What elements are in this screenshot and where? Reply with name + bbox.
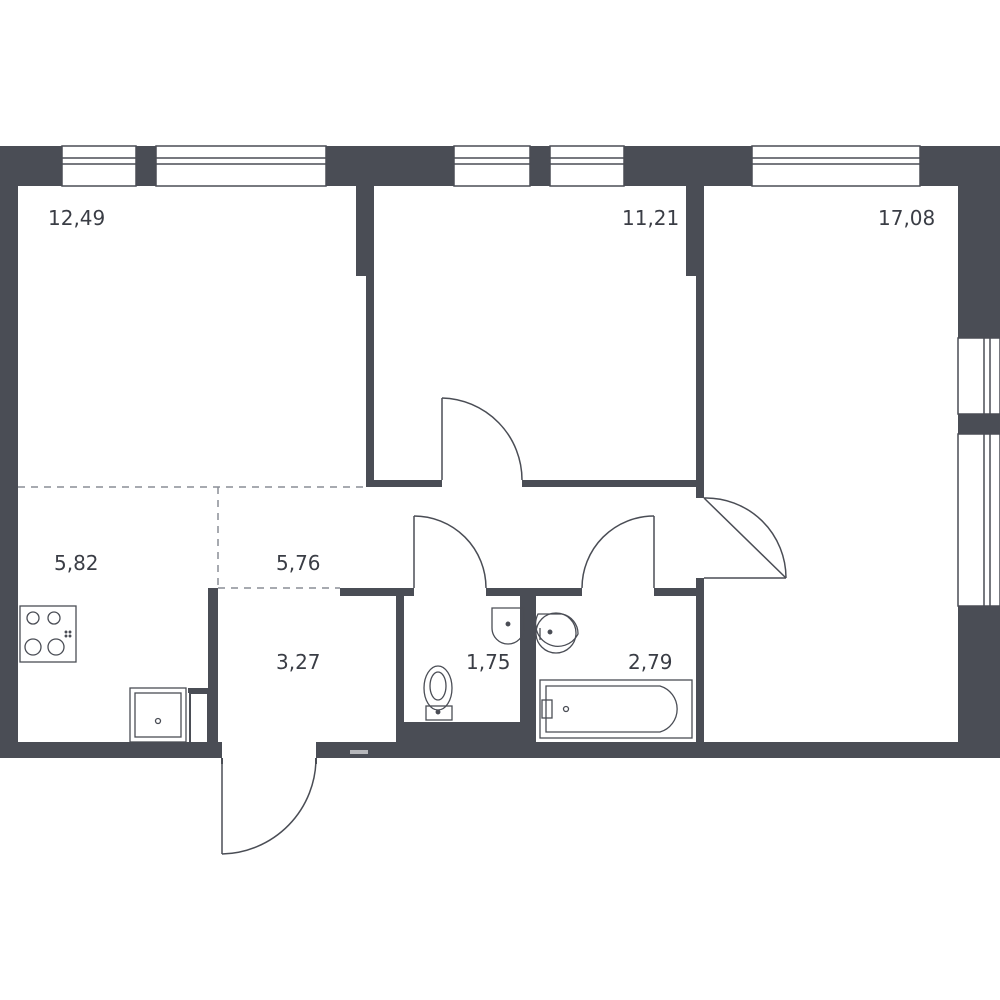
- room-area-bedroom-left: 12,49: [48, 206, 105, 230]
- bathtub-icon: [539, 679, 693, 739]
- wall-left: [0, 146, 18, 758]
- kitchen-shaft: [189, 692, 209, 744]
- windows: [61, 145, 1000, 607]
- wall-toilet-bath: [520, 588, 536, 748]
- wall-top-4: [530, 146, 550, 186]
- washbasin-icon: [535, 612, 579, 654]
- interior-walls: [188, 186, 704, 748]
- room-area-hall: 5,76: [276, 551, 321, 575]
- wall-toilet-left: [396, 588, 404, 748]
- wall-bedroom-divider-2: [686, 186, 704, 276]
- room-area-toilet: 1,75: [466, 650, 511, 674]
- room-area-bedroom-middle: 11,21: [622, 206, 679, 230]
- wall-bedroom-middle-bottom-1: [366, 480, 442, 487]
- wall-top-2: [136, 146, 156, 186]
- wall-right-2: [958, 414, 1000, 434]
- wall-bedroom-middle-bottom-2: [522, 480, 704, 487]
- door-bedroom-middle: [441, 397, 523, 481]
- door-bathroom: [581, 515, 655, 589]
- window-top-3: [453, 145, 531, 187]
- wall-bottom-2: [316, 742, 1000, 758]
- wall-top-5: [624, 146, 752, 186]
- wall-top-3: [326, 146, 454, 186]
- zone-dividers: [18, 486, 366, 589]
- toilet-icon: [423, 665, 453, 721]
- wall-bath-top-1: [340, 588, 414, 596]
- sink-icon: [129, 687, 187, 743]
- wall-bottom-1: [0, 742, 222, 758]
- stove-icon: [19, 605, 77, 663]
- window-right-1: [957, 337, 1000, 415]
- window-top-1: [61, 145, 137, 187]
- window-top-2: [155, 145, 327, 187]
- door-living-room: [703, 497, 787, 579]
- room-area-kitchen: 5,82: [54, 551, 99, 575]
- wall-right-1: [958, 146, 1000, 338]
- wall-entrance-left: [208, 588, 218, 748]
- wall-bath-top-3: [654, 588, 704, 596]
- room-area-entrance: 3,27: [276, 650, 321, 674]
- door-entrance: [221, 757, 317, 855]
- wall-bedroom-divider-2b: [696, 276, 704, 498]
- wall-bedroom-divider-1b: [366, 276, 374, 486]
- room-area-bathroom: 2,79: [628, 650, 673, 674]
- wall-toilet-shaft: [404, 722, 520, 742]
- room-labels: 12,49 11,21 17,08 5,82 5,76 3,27 1,75 2,…: [48, 206, 935, 674]
- washbasin-icon: [491, 607, 525, 645]
- wall-right-3: [958, 606, 1000, 758]
- window-top-4: [549, 145, 625, 187]
- door-toilet: [413, 515, 487, 589]
- wall-bedroom-divider-1: [356, 186, 374, 276]
- entrance-threshold: [221, 750, 368, 764]
- outer-walls: [0, 146, 1000, 758]
- doors: [221, 397, 787, 855]
- wall-kitchen-box: [188, 688, 208, 693]
- wall-living-left-lower: [696, 578, 704, 748]
- window-top-5: [751, 145, 921, 187]
- room-area-living-room: 17,08: [878, 206, 935, 230]
- window-right-2: [957, 433, 1000, 607]
